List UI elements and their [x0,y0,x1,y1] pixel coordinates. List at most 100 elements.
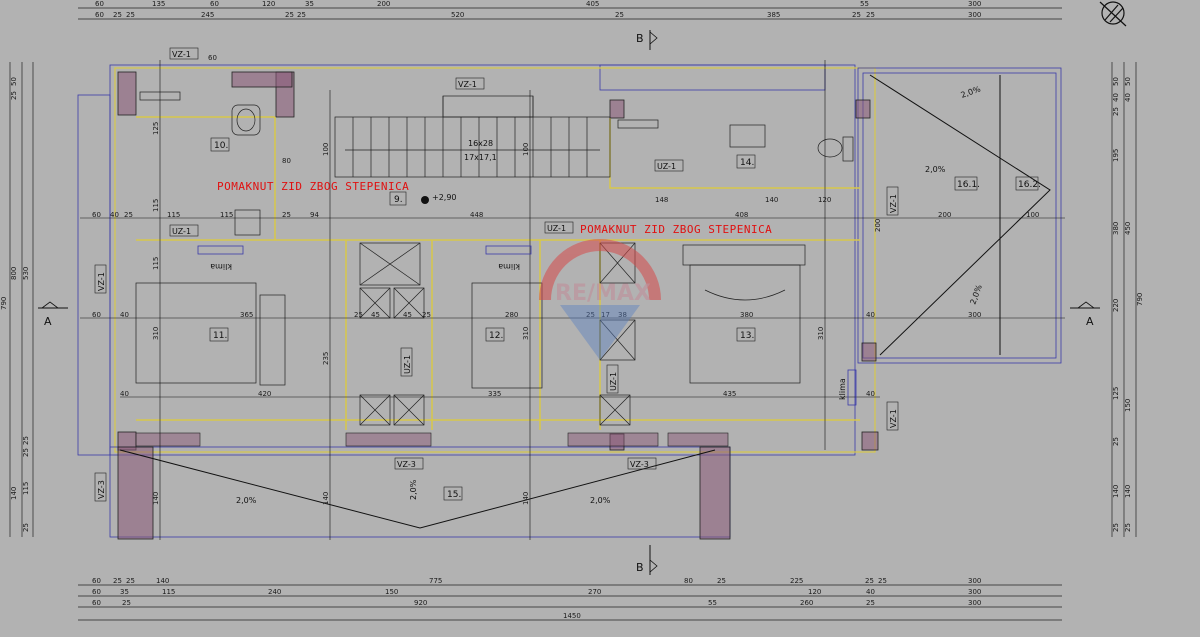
dim-text: 140 [152,492,160,505]
vz3-tag: VZ-3 [97,480,106,499]
dim-text: 280 [505,311,518,319]
walls [117,71,879,540]
dim-text: 35 [120,588,129,596]
remax-watermark: RE/MAX [539,239,661,360]
dim-text: 150 [385,588,398,596]
dim-text: 25 [865,577,874,585]
dim-text: 195 [1112,149,1120,162]
uz1-tag: UZ-1 [172,227,191,236]
left-dimension-chains [9,62,34,537]
dim-text: 310 [522,327,530,340]
dim-text: 310 [817,327,825,340]
dim-text: 60 [208,54,217,62]
room-number: 11. [213,331,227,341]
dim-text: 100 [522,143,530,156]
dim-text: 40 [120,390,129,398]
dim-text: 50 [1124,77,1132,86]
dim-text: 55 [708,599,717,607]
dim-text: 140 [522,492,530,505]
right-dimension-texts: 50 50 40 40 25 195 380 450 220 790 125 1… [1112,77,1144,532]
dim-text: 40 [110,211,119,219]
left-dimension-texts: 50 25 800 530 25 25 140 115 25 790 [0,77,30,532]
dim-text: 25 [126,577,135,585]
vz1-tag: VZ-1 [889,409,898,428]
dim-text: 25 [285,11,294,19]
dim-text: 25 [122,599,131,607]
wall-moved-note: POMAKNUT ZID ZBOG STEPENICA [217,180,409,193]
dim-text: 520 [451,11,464,19]
dim-text: 140 [322,492,330,505]
dim-text: 790 [1136,293,1144,306]
dim-text: 25 [615,11,624,19]
dim-text: 115 [152,257,160,270]
bottom-dimension-chains [78,584,1062,621]
room-number: 14. [740,158,754,168]
staircase [334,95,611,178]
partitions [136,116,860,430]
dim-text: 115 [167,211,180,219]
dim-text: 25 [297,11,306,19]
vz1-tag: VZ-1 [889,194,898,213]
dim-text: 40 [120,311,129,319]
section-marker-a-left: A [38,301,68,328]
dim-text: 60 [92,211,101,219]
dim-text: 60 [92,311,101,319]
slope-text: 2,0% [236,496,257,505]
dim-text: 260 [800,599,813,607]
dim-text: 140 [10,487,18,500]
right-dimension-chains [1111,62,1137,537]
dim-text: 200 [938,211,951,219]
room-number: 16.1. [957,180,980,190]
red-notes: POMAKNUT ZID ZBOG STEPENICA POMAKNUT ZID… [217,180,772,236]
stairs-size-2: 17x17,1 [464,153,497,162]
dim-text: 25 [113,11,122,19]
dim-text: 25 [113,577,122,585]
axis-lines [80,60,1065,540]
section-marker-b-top: B [636,30,658,50]
room-number: 13. [740,331,754,341]
dim-text: 100 [322,143,330,156]
dim-text: 25 [354,311,363,319]
dim-text: 25 [1124,523,1132,532]
dim-text: 25 [282,211,291,219]
top-dimension-chains [78,7,1062,20]
north-arrow-icon [1099,1,1127,27]
room-number: 9. [394,195,403,205]
section-label: B [636,561,644,574]
klima-units: klima klima klima [197,245,857,406]
dim-text: 60 [95,0,104,8]
dim-text: 25 [1112,523,1120,532]
dim-text: 775 [429,577,442,585]
dim-text: 25 [10,91,18,100]
dim-text: 300 [968,577,981,585]
interior-dimension-texts: 60 40 25 115 115 25 94 448 408 200 100 6… [92,54,1039,505]
dim-text: 120 [262,0,275,8]
dim-text: 115 [220,211,233,219]
dim-text: 125 [1112,387,1120,400]
dim-text: 365 [240,311,253,319]
slope-text: 2,0% [409,479,418,500]
dim-text: 448 [470,211,483,219]
dim-text: 40 [1112,93,1120,102]
dim-text: 25 [586,311,595,319]
dim-text: 450 [1124,222,1132,235]
dim-text: 790 [0,297,8,310]
dim-text: 60 [92,577,101,585]
dim-text: 235 [322,352,330,365]
klima-label: klima [498,262,520,271]
slope-text: 2,0% [590,496,611,505]
uz1-tag: UZ-1 [609,372,618,391]
klima-label: klima [210,262,232,271]
dim-text: 245 [201,11,214,19]
dim-text: 60 [92,599,101,607]
section-marker-b-bottom: B [636,545,658,575]
dim-text: 800 [10,267,18,280]
vz1-tag: VZ-1 [458,80,477,89]
dim-text: 120 [808,588,821,596]
dim-text: 120 [818,196,831,204]
dim-text: 125 [152,122,160,135]
vz1-tag: VZ-1 [172,50,191,59]
wall-moved-note: POMAKNUT ZID ZBOG STEPENICA [580,223,772,236]
dim-text: 300 [968,588,981,596]
dim-text: 25 [1112,107,1120,116]
